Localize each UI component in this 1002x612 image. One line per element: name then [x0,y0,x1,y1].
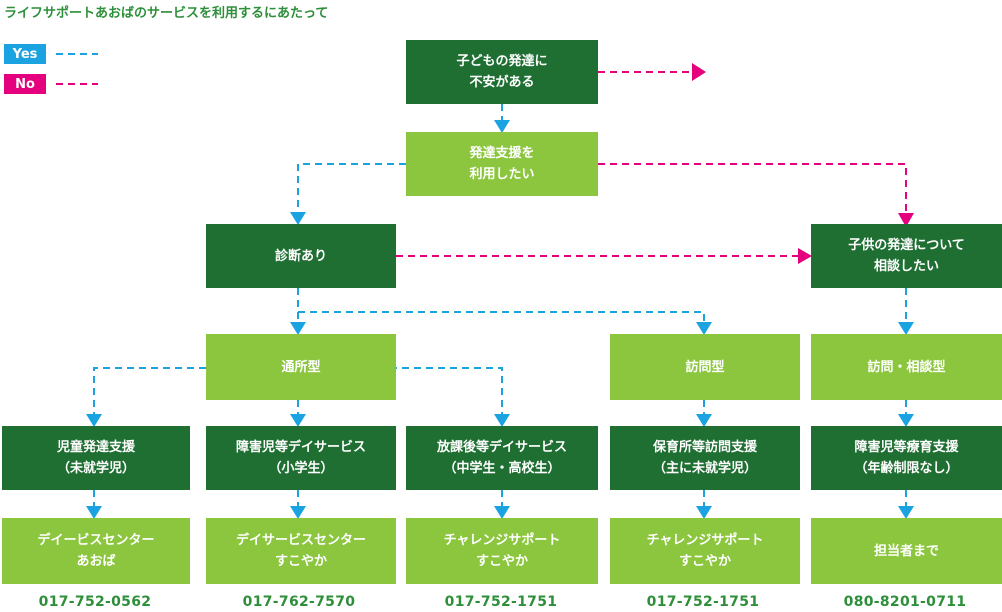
node-want-support: 発達支援を 利用したい [406,132,598,196]
node-visit-consult-type: 訪問・相談型 [811,334,1002,400]
arrowhead-yes-visit-consult-service [898,414,914,427]
arrowhead-no-want-support [898,213,914,227]
arrowhead-yes-center-4 [696,506,712,519]
yes-path-diagnosis-visit [298,311,705,326]
phone-number-2: 017-762-7570 [242,594,356,610]
arrowhead-yes-day-right [494,414,510,427]
arrowhead-yes-consult [898,322,914,335]
legend-no-badge: No [4,74,46,94]
arrowhead-no-diagnosis [798,248,812,264]
arrowhead-yes-day [290,322,306,335]
node-disabled-day-service: 障害児等デイサービス （小学生） [206,426,396,490]
node-anxiety: 子どもの発達に 不安がある [406,40,598,104]
arrowhead-yes-day-center [290,414,306,427]
yes-path-want-support [297,163,406,214]
node-center-sukoyaka: デイサービスセンター すこやか [206,518,396,584]
diagram-title: ライフサポートあおばのサービスを利用するにあたって [4,6,329,21]
arrowhead-yes-visit [696,322,712,335]
node-child-dev-support: 児童発達支援 （未就学児） [2,426,190,490]
node-disabled-therapy-support: 障害児等療育支援 （年齢制限なし） [811,426,1002,490]
arrowhead-yes-visit-service [696,414,712,427]
yes-path-day-left [93,367,206,416]
no-path-want-support [598,163,907,214]
phone-number-5: 080-8201-0711 [843,594,967,610]
node-diagnosis: 診断あり [206,224,396,288]
node-after-school-service: 放課後等デイサービス （中学生・高校生） [406,426,598,490]
arrowhead-yes-center-3 [494,506,510,519]
arrowhead-yes-day-left [86,414,102,427]
node-consult: 子供の発達について 相談したい [811,224,1002,288]
node-challenge-support-1: チャレンジサポート すこやか [406,518,598,584]
phone-number-3: 017-752-1751 [444,594,558,610]
phone-number-1: 017-752-0562 [38,594,152,610]
arrowhead-yes-center-2 [290,506,306,519]
arrowhead-no-anxiety [692,63,706,81]
yes-path-day-right [390,367,503,416]
node-person-in-charge: 担当者まで [811,518,1002,584]
arrowhead-yes-anxiety [494,120,510,133]
node-nursery-visit-support: 保育所等訪問支援 （主に未就学児） [610,426,800,490]
arrowhead-yes-center-1 [86,506,102,519]
node-day-type: 通所型 [206,334,396,400]
arrowhead-yes-want-support [290,212,306,225]
arrowhead-yes-center-5 [898,506,914,519]
node-challenge-support-2: チャレンジサポート すこやか [610,518,800,584]
node-center-aoba: デイービスセンター あおば [2,518,190,584]
phone-number-4: 017-752-1751 [646,594,760,610]
node-visit-type: 訪問型 [610,334,800,400]
legend-yes-badge: Yes [4,44,46,64]
